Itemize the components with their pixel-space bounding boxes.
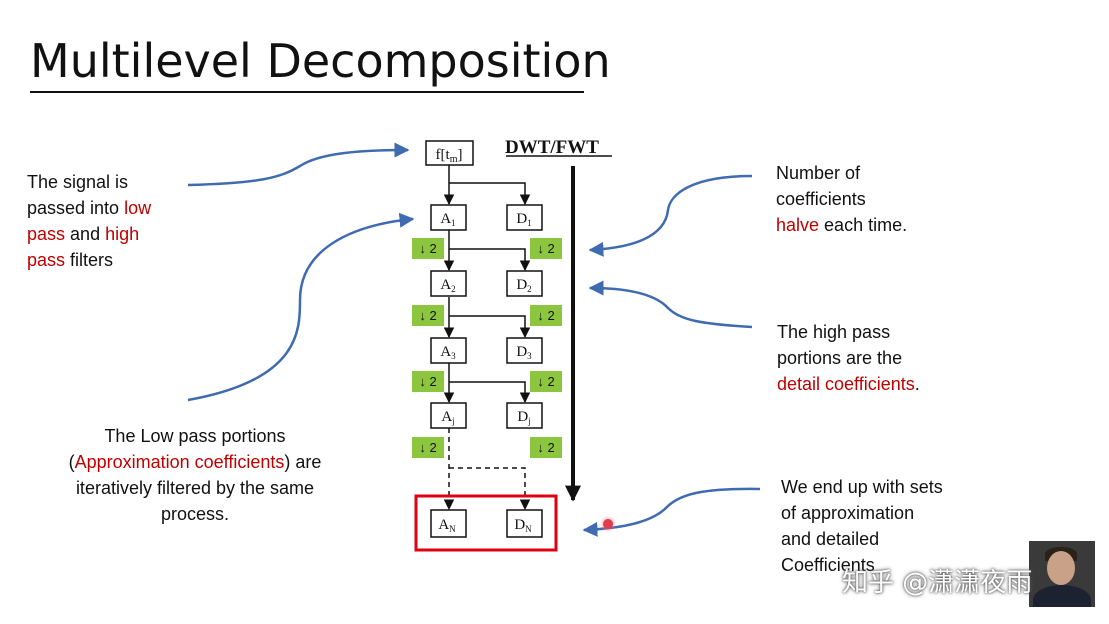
node-a2-box [430,270,467,297]
node-an-box [430,509,467,538]
presenter-avatar [1029,541,1095,607]
note-approx-line4: process. [160,504,230,524]
node-d2-label: D2 [516,277,531,294]
note-signal-pass2: pass [27,250,66,270]
edge-a3-dj [449,381,531,404]
note-approx-line3: iteratively filtered by the same [75,478,315,498]
node-dn-box [506,509,543,538]
note-approx-are: ) are [284,452,322,472]
downsample-label-left-4: ↓ 2 [419,440,436,455]
end-pointer-arrow [582,487,761,537]
node-dj-box [506,402,543,429]
note-end: We end up with sets of approximation and… [781,474,991,578]
note-approximation: The Low pass portions (Approximation coe… [40,423,350,527]
downsample-label-left-3: ↓ 2 [419,374,436,389]
note-highpass-period: . [914,374,920,394]
downsample-label-right-3: ↓ 2 [537,374,554,389]
downsample-label-right-1: ↓ 2 [537,241,554,256]
downsample-label-left-2: ↓ 2 [419,308,436,323]
note-highpass: The high pass portions are the detail co… [777,319,977,397]
note-halve-line3: each time. [824,215,908,235]
note-signal-line1: The signal is [27,172,129,192]
note-signal-filters: filters [70,250,114,270]
title-underline [30,91,584,93]
note-signal-and: and [70,224,101,244]
note-approx-highlight: Approximation coefficients [74,452,285,472]
note-signal-high: high [105,224,140,244]
downsample-badge-right-1 [530,238,562,259]
note-highpass-line2: portions are the [777,348,903,368]
downsample-badge-right-4 [530,437,562,458]
downsample-badge-right-3 [530,371,562,392]
note-end-line3: and detailed [781,529,880,549]
note-approx-open: ( [68,452,75,472]
watermark: 知乎 @潇潇夜雨 [842,568,1033,598]
node-a3-box [430,337,467,364]
avatar-shoulders [1033,585,1091,607]
note-signal-text: passed into [27,198,120,218]
slide-title: Multilevel Decomposition [30,34,611,88]
dwt-fwt-label: DWT/FWT [505,137,599,158]
node-dj-label: Dj [517,409,530,426]
node-dn-label: DN [514,517,532,534]
node-a1-label: A1 [440,211,455,228]
note-signal-pass1: pass [27,224,66,244]
note-signal: The signal is passed into low pass and h… [27,169,197,273]
note-end-line2: of approximation [781,503,915,523]
approximation-pointer-arrow [187,212,415,402]
note-signal-low: low [124,198,152,218]
node-d3-box [506,337,543,364]
note-highpass-highlight: detail coefficients [777,374,915,394]
edge-input-d1 [449,182,531,206]
note-halve: Number of coefficients halve each time. [776,160,976,238]
note-highpass-line1: The high pass [777,322,891,342]
final-coefficients-highlight [414,494,558,552]
node-aj-label: Aj [441,409,454,426]
note-halve-highlight: halve [776,215,820,235]
node-d1-box [506,204,543,231]
downsample-label-right-2: ↓ 2 [537,308,554,323]
input-signal-label: f[tm] [436,147,463,165]
downsample-label-left-1: ↓ 2 [419,241,436,256]
downsample-badge-left-2 [412,305,444,326]
node-a2-label: A2 [440,277,455,294]
node-d1-label: D1 [516,211,531,228]
note-end-line1: We end up with sets [781,477,943,497]
node-a1-box [430,204,467,231]
node-a3-label: A3 [440,344,456,361]
downsample-badge-left-4 [412,437,444,458]
node-an-label: AN [438,517,456,534]
highpass-pointer-arrow [588,280,753,329]
edge-a1-d2 [449,248,531,272]
downsample-badge-left-1 [412,238,444,259]
avatar-face [1047,551,1075,585]
node-d2-box [506,270,543,297]
laser-pointer-dot [603,519,613,529]
downsample-badges: ↓ 2 ↓ 2 ↓ 2 ↓ 2 ↓ 2 ↓ 2 ↓ 2 ↓ 2 [412,238,562,458]
halve-pointer-arrow [588,174,753,257]
node-aj-box [430,402,467,429]
note-approx-line1: The Low pass portions [104,426,286,446]
note-halve-line1: Number of [776,163,861,183]
downsample-label-right-4: ↓ 2 [537,440,554,455]
note-halve-line2: coefficients [776,189,866,209]
edge-a2-d3 [449,315,531,339]
signal-pointer-arrow [187,142,410,187]
edge-aj-dn [449,467,531,511]
note-end-line4: Coefficients [781,555,875,575]
node-d3-label: D3 [516,344,532,361]
downsample-badge-right-2 [530,305,562,326]
downsample-badge-left-3 [412,371,444,392]
